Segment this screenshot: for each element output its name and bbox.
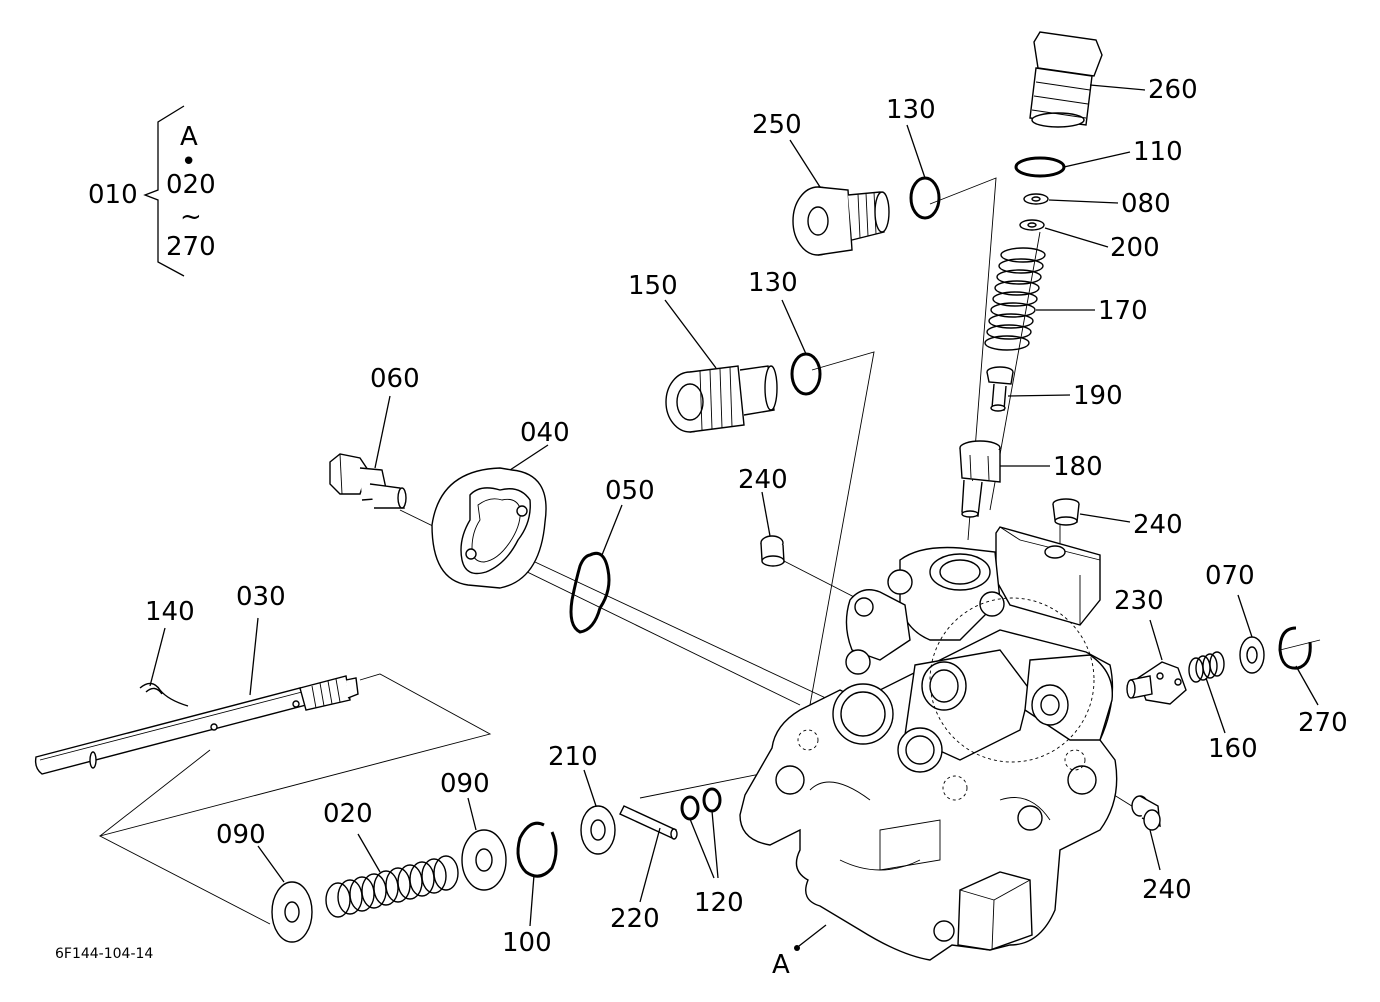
part-160-spring <box>1188 651 1226 734</box>
part-230-valve <box>1126 619 1187 705</box>
label-090b: 090 <box>440 769 490 799</box>
label-080: 080 <box>1121 189 1171 219</box>
part-170-spring <box>984 247 1095 351</box>
part-030-shaft <box>34 617 359 775</box>
part-050-o-ring <box>569 504 623 634</box>
label-240b: 240 <box>1133 510 1183 540</box>
label-160: 160 <box>1208 734 1258 764</box>
label-130a: 130 <box>886 95 936 125</box>
part-090-washer-left <box>257 845 313 943</box>
part-060-bolt <box>329 395 407 509</box>
part-240-plug-bottom <box>1131 795 1161 871</box>
label-130b: 130 <box>748 268 798 298</box>
label-020: 020 <box>323 799 373 829</box>
part-190-poppet <box>986 366 1071 412</box>
label-200: 200 <box>1110 233 1160 263</box>
bracket-from: 020 <box>166 170 216 200</box>
label-170: 170 <box>1098 296 1148 326</box>
label-190: 190 <box>1073 381 1123 411</box>
assembly-bracket: 010 A • 020 ~ 270 <box>88 105 216 277</box>
label-270: 270 <box>1298 708 1348 738</box>
bracket-tilde: ~ <box>180 202 202 232</box>
label-210: 210 <box>548 742 598 772</box>
part-130-o-ring-lower <box>781 299 822 396</box>
bracket-dot: • <box>181 147 196 177</box>
part-080-washer <box>1023 193 1119 205</box>
reference-a-leader <box>794 924 827 951</box>
assembly-lines <box>98 177 1321 925</box>
label-090a: 090 <box>216 820 266 850</box>
label-240a: 240 <box>738 465 788 495</box>
part-260-plug <box>1029 31 1146 128</box>
drawing-id: 6F144-104-14 <box>55 946 153 962</box>
part-040-gerotor <box>431 444 549 589</box>
label-120: 120 <box>694 888 744 918</box>
label-180: 180 <box>1053 452 1103 482</box>
part-140-pin <box>139 627 189 707</box>
label-250: 250 <box>752 110 802 140</box>
bracket-label-a: A <box>180 122 198 152</box>
label-100: 100 <box>502 928 552 958</box>
label-220: 220 <box>610 904 660 934</box>
part-020-spring <box>325 833 459 918</box>
part-110-o-ring <box>1014 151 1131 178</box>
part-070-washer <box>1237 594 1265 674</box>
label-070: 070 <box>1205 561 1255 591</box>
label-050: 050 <box>605 476 655 506</box>
bracket-to: 270 <box>166 232 216 262</box>
label-150: 150 <box>628 271 678 301</box>
part-240-plug-left <box>760 491 785 567</box>
label-a: A <box>772 950 790 980</box>
part-150-fitting <box>664 299 778 433</box>
part-100-snap-ring <box>516 821 558 927</box>
label-260: 260 <box>1148 75 1198 105</box>
label-240c: 240 <box>1142 875 1192 905</box>
part-220-pin <box>619 805 678 903</box>
part-200-washer <box>1019 219 1109 248</box>
label-110: 110 <box>1133 137 1183 167</box>
part-240-plug-top <box>1052 498 1131 526</box>
main-valve-housing <box>739 526 1118 961</box>
part-180-valve-seat <box>959 440 1050 518</box>
label-230: 230 <box>1114 586 1164 616</box>
part-130-o-ring-top <box>906 124 941 220</box>
part-120-o-rings <box>680 787 722 879</box>
label-030: 030 <box>236 582 286 612</box>
label-010: 010 <box>88 180 138 210</box>
part-090-washer-right <box>461 797 507 891</box>
label-040: 040 <box>520 418 570 448</box>
part-250-plug <box>789 139 890 256</box>
part-270-snap-ring <box>1278 626 1319 706</box>
label-060: 060 <box>370 364 420 394</box>
label-140: 140 <box>145 597 195 627</box>
part-210-washer <box>580 769 616 855</box>
